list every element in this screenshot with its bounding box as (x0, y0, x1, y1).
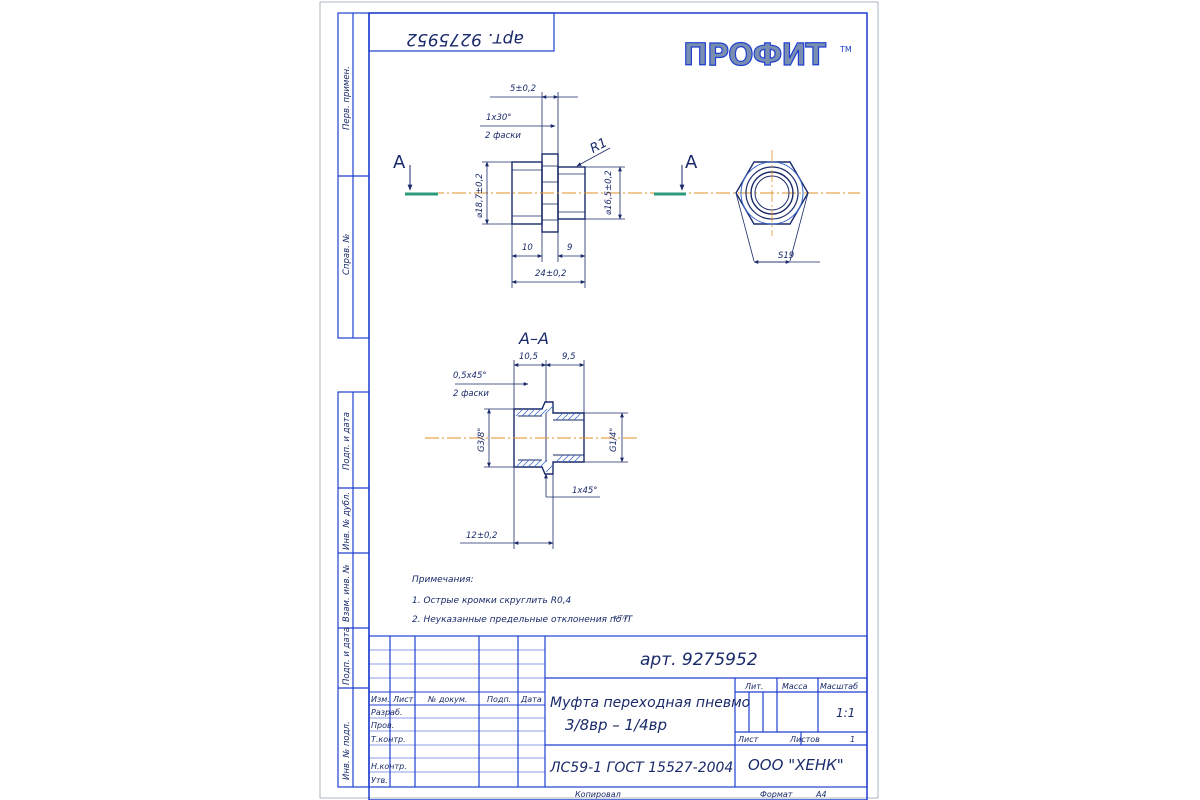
art-rotated-text: арт. 9275952 (406, 29, 524, 49)
dim-dia-left: ⌀18,7±0,2 (475, 173, 485, 218)
dim-chamfer-05: 0,5х45° (453, 371, 487, 381)
dim-chamfer: 1х30° (486, 113, 512, 123)
dim-9: 9 (567, 243, 572, 253)
section-dimensions (455, 360, 628, 549)
tb-art: арт. 9275952 (640, 650, 758, 670)
tb-podp: Подп. (487, 695, 511, 704)
logo-tm: TM (839, 45, 852, 54)
tb-format-value: А4 (815, 790, 827, 799)
side-view-dimensions (480, 92, 625, 288)
tb-list-col: Лист (392, 695, 414, 704)
side-label-inv-podl: Инв. № подл. (342, 721, 352, 780)
tb-list: Лист (737, 735, 759, 744)
tb-tkontr: Т.контр. (371, 735, 406, 744)
side-label-vzam-inv: Взам. инв. № (342, 564, 352, 622)
tb-lit: Лит. (744, 682, 763, 691)
dim-chamfer-05-note: 2 фаски (453, 389, 489, 399)
section-letter-right: А (685, 152, 698, 173)
tb-scale-value: 1:1 (836, 706, 855, 720)
tb-kopiroval: Копировал (575, 790, 621, 799)
end-view-hex (735, 150, 820, 264)
side-label-inv-dubl: Инв. № дубл. (342, 492, 352, 550)
notes-line-2: 2. Неуказанные предельные отклонения по … (412, 615, 634, 625)
tb-masshtab: Масштаб (820, 682, 858, 691)
dim-dia-right: ⌀16,5±0,2 (604, 170, 614, 215)
tb-massa: Масса (782, 682, 808, 691)
section-mark-left: А (393, 152, 438, 196)
side-label-perv-primen: Перв. примен. (342, 66, 352, 130)
side-label-podp-data-1: Подп. и дата (342, 412, 352, 470)
art-box-top (368, 12, 555, 52)
side-label-sprav-no: Справ. № (342, 233, 352, 275)
logo-text: ПРОФИТ (683, 38, 826, 73)
side-label-podp-data-2: Подп. и дата (342, 627, 352, 685)
tb-nkontr: Н.контр. (371, 762, 407, 771)
tb-listov: Листов (789, 735, 820, 744)
dim-10-5: 10,5 (519, 352, 538, 362)
title-block-grid (368, 635, 868, 788)
dim-12: 12±0,2 (466, 531, 497, 541)
dim-chamfer-inner: 1х45° (572, 486, 598, 496)
tb-name-line-1: Муфта переходная пневмо (550, 695, 750, 711)
tb-razrab: Разраб. (371, 708, 402, 717)
dim-hex-size: S19 (778, 251, 794, 261)
dim-10: 10 (522, 243, 533, 253)
tb-material: ЛС59-1 ГОСТ 15527-2004 (549, 760, 733, 776)
tb-company: ООО "ХЕНК" (748, 756, 844, 774)
tb-doc-no: № докум. (427, 695, 467, 704)
dim-thread-right: G1/4" (609, 428, 619, 452)
dim-radius: R1 (588, 135, 610, 156)
profit-logo: ПРОФИТ TM (682, 37, 852, 73)
dim-5: 5±0,2 (510, 84, 536, 94)
sheet-edge (319, 1, 879, 799)
tb-utv: Утв. (371, 776, 388, 785)
dim-9-5: 9,5 (562, 352, 576, 362)
section-hatching (515, 405, 582, 473)
notes-line-2-sub: ±IT/2 (613, 615, 628, 621)
notes-line-1: 1. Острые кромки скруглить R0,4 (412, 596, 572, 606)
section-mark-right: А (654, 152, 698, 196)
dim-24: 24±0,2 (535, 269, 566, 279)
section-title: А–А (518, 329, 549, 348)
dim-thread-left: G3/8" (477, 428, 487, 452)
tb-izm: Изм. (371, 695, 390, 704)
tb-prov: Пров. (371, 721, 394, 730)
dim-chamfer-note: 2 фаски (485, 131, 521, 141)
section-letter-left: А (393, 152, 406, 173)
tb-format-label: Формат (760, 790, 793, 799)
tb-name-line-2: 3/8вр – 1/4вр (565, 716, 667, 734)
side-strip (337, 12, 370, 788)
notes-heading: Примечания: (412, 575, 474, 585)
tb-data: Дата (520, 695, 542, 704)
tb-listov-value: 1 (850, 735, 855, 744)
